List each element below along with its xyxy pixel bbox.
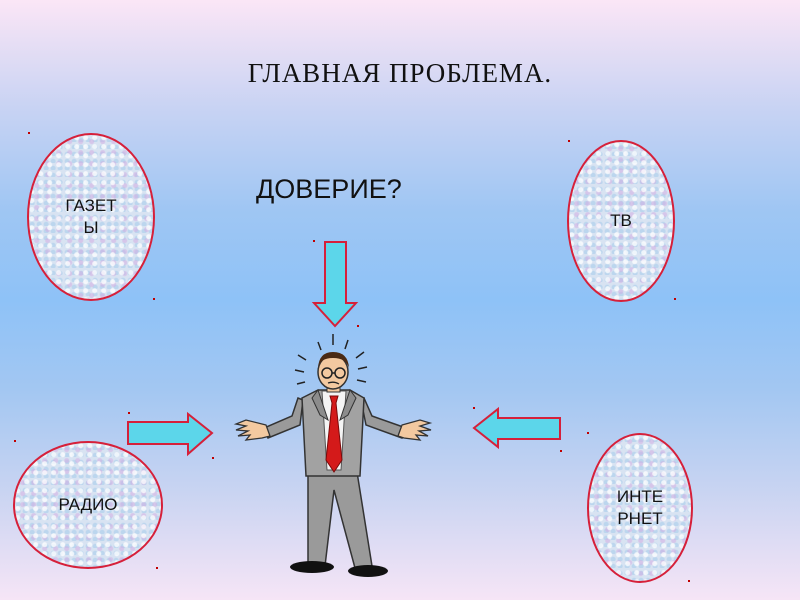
bubble-radio: РАДИО — [13, 441, 163, 569]
dot — [313, 240, 315, 242]
confused-man-figure — [233, 334, 433, 577]
bubble-newspapers-label: ГАЗЕТ Ы — [65, 196, 117, 237]
page-title: ГЛАВНАЯ ПРОБЛЕМА. — [247, 58, 553, 88]
man-left-arm — [263, 397, 304, 439]
man-mouth — [327, 381, 340, 385]
bubble-tv-label: ТВ — [610, 211, 632, 230]
dot — [14, 440, 16, 442]
arrow-down — [311, 241, 359, 328]
worry-lines — [294, 334, 368, 385]
bubble-newspapers: ГАЗЕТ Ы — [27, 133, 155, 301]
man-left-lapel — [311, 388, 329, 422]
bubble-tv: ТВ — [567, 140, 675, 302]
man-left-shoe — [290, 561, 334, 573]
arrow-left — [472, 406, 561, 450]
dot — [156, 567, 158, 569]
man-hair — [318, 352, 349, 368]
dot — [128, 412, 130, 414]
dot — [587, 432, 589, 434]
dot — [568, 140, 570, 142]
dot — [28, 132, 30, 134]
dot — [212, 457, 214, 459]
dot — [473, 407, 475, 409]
bubble-internet-label: ИНТЕ РНЕТ — [616, 487, 664, 528]
man-legs — [307, 471, 373, 569]
trust-question: ДОВЕРИЕ? — [256, 174, 402, 204]
dot — [688, 580, 690, 582]
dot — [560, 450, 562, 452]
man-left-hand — [233, 419, 271, 441]
arrow-right — [127, 411, 214, 457]
bubble-radio-label: РАДИО — [58, 495, 118, 514]
man-tie — [325, 395, 343, 473]
dot — [674, 298, 676, 300]
dot — [357, 325, 359, 327]
man-right-lapel — [339, 388, 357, 422]
man-right-shoe — [348, 565, 388, 577]
bubble-internet: ИНТЕ РНЕТ — [587, 433, 693, 583]
man-right-hand — [397, 419, 433, 441]
dot — [153, 298, 155, 300]
